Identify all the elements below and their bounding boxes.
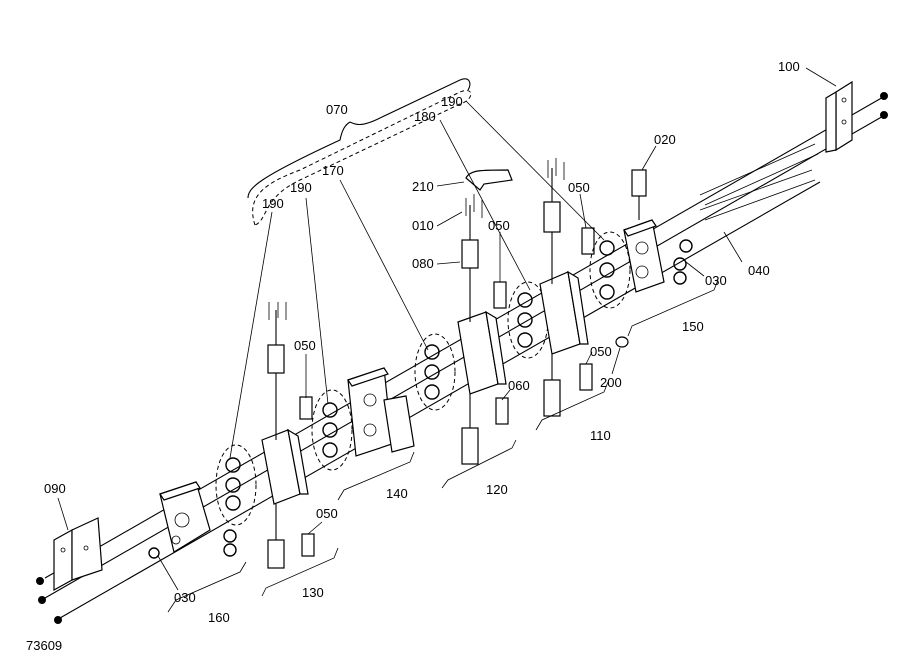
label-050-section130: 050 [294,338,316,353]
label-110: 110 [590,428,611,443]
section-150 [623,169,693,293]
label-010: 010 [412,218,434,233]
label-060: 060 [508,378,530,393]
group-bracket-070-curl [247,121,351,199]
nuts [36,92,888,624]
label-190-left: 190 [262,196,284,211]
label-030-right: 030 [705,273,727,288]
label-030-left: 030 [174,590,196,605]
section-140 [347,333,456,457]
bracket-090 [53,517,103,592]
group-bracket-070-top [349,78,471,126]
label-120: 120 [486,482,508,497]
label-070: 070 [326,102,348,117]
label-020: 020 [654,132,676,147]
group-bracket-070 [252,90,472,226]
label-080: 080 [412,256,434,271]
label-140: 140 [386,486,408,501]
label-040: 040 [748,263,770,278]
label-190-top: 190 [441,94,463,109]
label-100: 100 [778,59,800,74]
label-160: 160 [208,610,230,625]
label-180: 180 [414,109,436,124]
section-130 [215,302,353,569]
leader-lines [57,67,837,591]
label-050-section110-lower: 050 [590,344,612,359]
label-170: 170 [322,163,344,178]
section-110 [539,158,631,417]
section-brackets [167,279,719,613]
label-150: 150 [682,319,704,334]
bracket-100 [825,80,853,153]
label-210: 210 [412,179,434,194]
label-050-section130-lower: 050 [316,506,338,521]
drawing-number: 73609 [26,638,62,653]
callout-labels: 100 020 070 190 180 170 190 190 210 010 … [44,59,800,625]
section-120 [457,169,549,465]
end-cover-160 [148,481,237,559]
label-200: 200 [600,375,622,390]
label-050-section110: 050 [568,180,590,195]
label-130: 130 [302,585,324,600]
label-090: 090 [44,481,66,496]
label-190-mid: 190 [290,180,312,195]
label-050-section120: 050 [488,218,510,233]
